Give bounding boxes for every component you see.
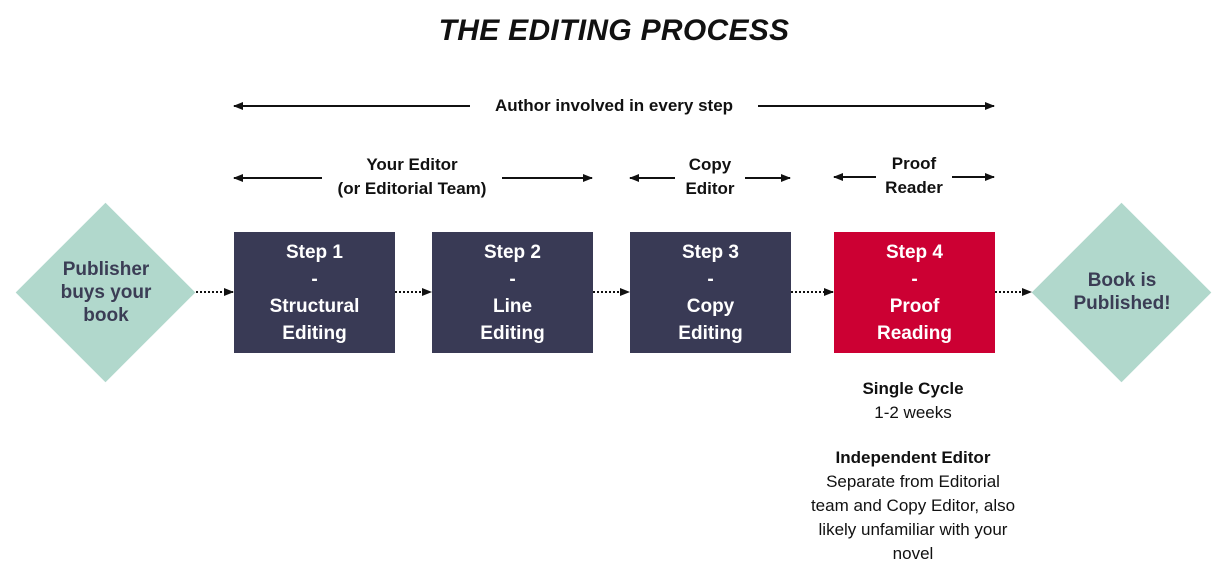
step-3-box: Step 3 - Copy Editing bbox=[630, 232, 791, 353]
step-name-line: Proof bbox=[889, 295, 940, 317]
step-separator: - bbox=[311, 268, 318, 290]
step-name-line: Editing bbox=[678, 322, 743, 344]
editor-role-label: Your Editor (or Editorial Team) bbox=[322, 153, 502, 201]
step-heading: Step 2 bbox=[483, 241, 542, 263]
step-separator: - bbox=[509, 268, 516, 290]
copy-editor-role-line: Copy bbox=[688, 155, 732, 174]
independent-editor-line: Separate from Editorial bbox=[826, 472, 1000, 491]
cycle-note: Single Cycle 1-2 weeks bbox=[790, 377, 1036, 425]
cycle-note-text: 1-2 weeks bbox=[874, 403, 952, 422]
start-diamond-text: Publisher buys your book bbox=[30, 240, 182, 344]
proof-reader-role-label: Proof Reader bbox=[876, 152, 952, 200]
start-line: Publisher bbox=[62, 258, 150, 280]
cycle-note-title: Single Cycle bbox=[862, 379, 964, 398]
step-heading: Step 4 bbox=[885, 241, 944, 263]
editor-role-line: Your Editor bbox=[366, 155, 458, 174]
end-line: Book is bbox=[1087, 270, 1157, 291]
independent-editor-line: likely unfamiliar with your bbox=[818, 520, 1008, 539]
independent-editor-note: Independent Editor Separate from Editori… bbox=[790, 446, 1036, 566]
step-name-line: Copy bbox=[686, 295, 735, 317]
independent-editor-line: team and Copy Editor, also bbox=[810, 496, 1016, 515]
step-1-box: Step 1 - Structural Editing bbox=[234, 232, 395, 353]
copy-editor-role-line: Editor bbox=[685, 179, 735, 198]
end-diamond-text: Book is Published! bbox=[1046, 240, 1198, 344]
start-line: book bbox=[83, 304, 129, 326]
step-heading: Step 1 bbox=[285, 241, 344, 263]
step-separator: - bbox=[911, 268, 918, 290]
step-name-line: Reading bbox=[877, 322, 952, 344]
proof-reader-role-line: Proof bbox=[891, 154, 937, 173]
step-name-line: Structural bbox=[269, 295, 360, 317]
independent-editor-title: Independent Editor bbox=[835, 448, 991, 467]
diagram-title: THE EDITING PROCESS bbox=[438, 14, 790, 47]
step-separator: - bbox=[707, 268, 714, 290]
author-span-label: Author involved in every step bbox=[470, 94, 758, 118]
step-4-box: Step 4 - Proof Reading bbox=[834, 232, 995, 353]
step-2-box: Step 2 - Line Editing bbox=[432, 232, 593, 353]
step-name-line: Line bbox=[492, 295, 533, 317]
proof-reader-role-line: Reader bbox=[885, 178, 943, 197]
independent-editor-line: novel bbox=[892, 544, 934, 563]
start-line: buys your bbox=[60, 281, 152, 303]
step-name-line: Editing bbox=[480, 322, 545, 344]
copy-editor-role-label: Copy Editor bbox=[675, 153, 745, 201]
step-heading: Step 3 bbox=[681, 241, 740, 263]
step-name-line: Editing bbox=[282, 322, 347, 344]
end-line: Published! bbox=[1073, 293, 1171, 314]
editor-role-line: (or Editorial Team) bbox=[337, 179, 487, 198]
